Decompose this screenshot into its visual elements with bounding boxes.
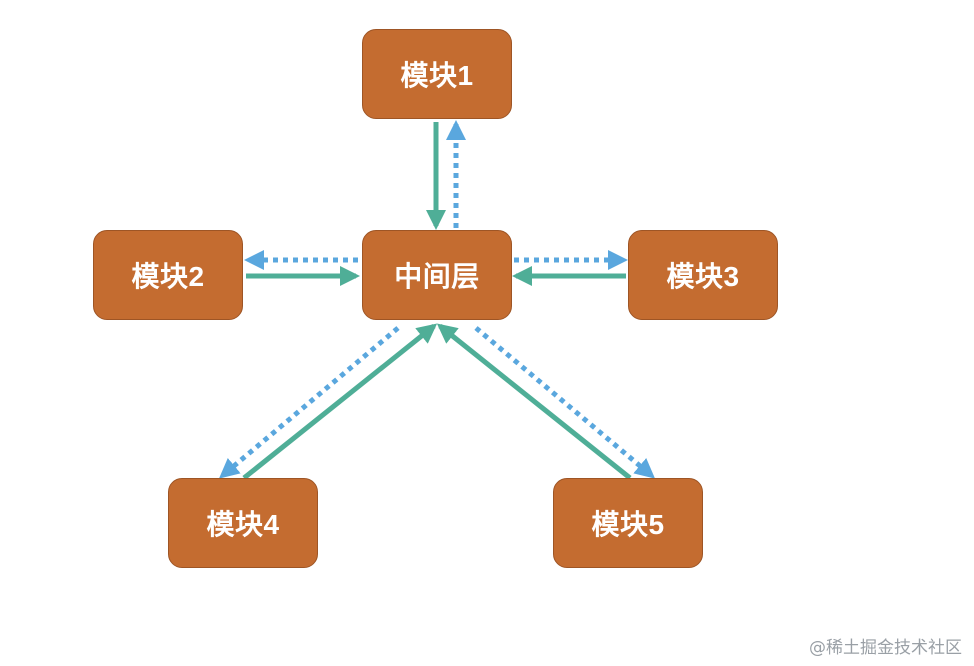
arrow-center-to-module4 [218,326,400,479]
arrow-center-to-module5 [474,326,656,479]
module5-box: 模块5 [553,478,703,568]
center-layer-box: 中间层 [362,230,512,320]
module5-label: 模块5 [591,509,665,540]
module2-box: 模块2 [93,230,243,320]
module3-label: 模块3 [666,261,740,292]
arrow-module4-to-center [242,323,438,480]
module4-label: 模块4 [206,509,280,540]
arrow-module5-to-center [436,323,632,480]
module1-label: 模块1 [400,60,474,91]
watermark: @稀土掘金技术社区 [809,638,962,658]
module2-label: 模块2 [131,261,205,292]
module4-box: 模块4 [168,478,318,568]
module1-box: 模块1 [362,29,512,119]
module3-box: 模块3 [628,230,778,320]
center-layer-label: 中间层 [394,261,480,292]
